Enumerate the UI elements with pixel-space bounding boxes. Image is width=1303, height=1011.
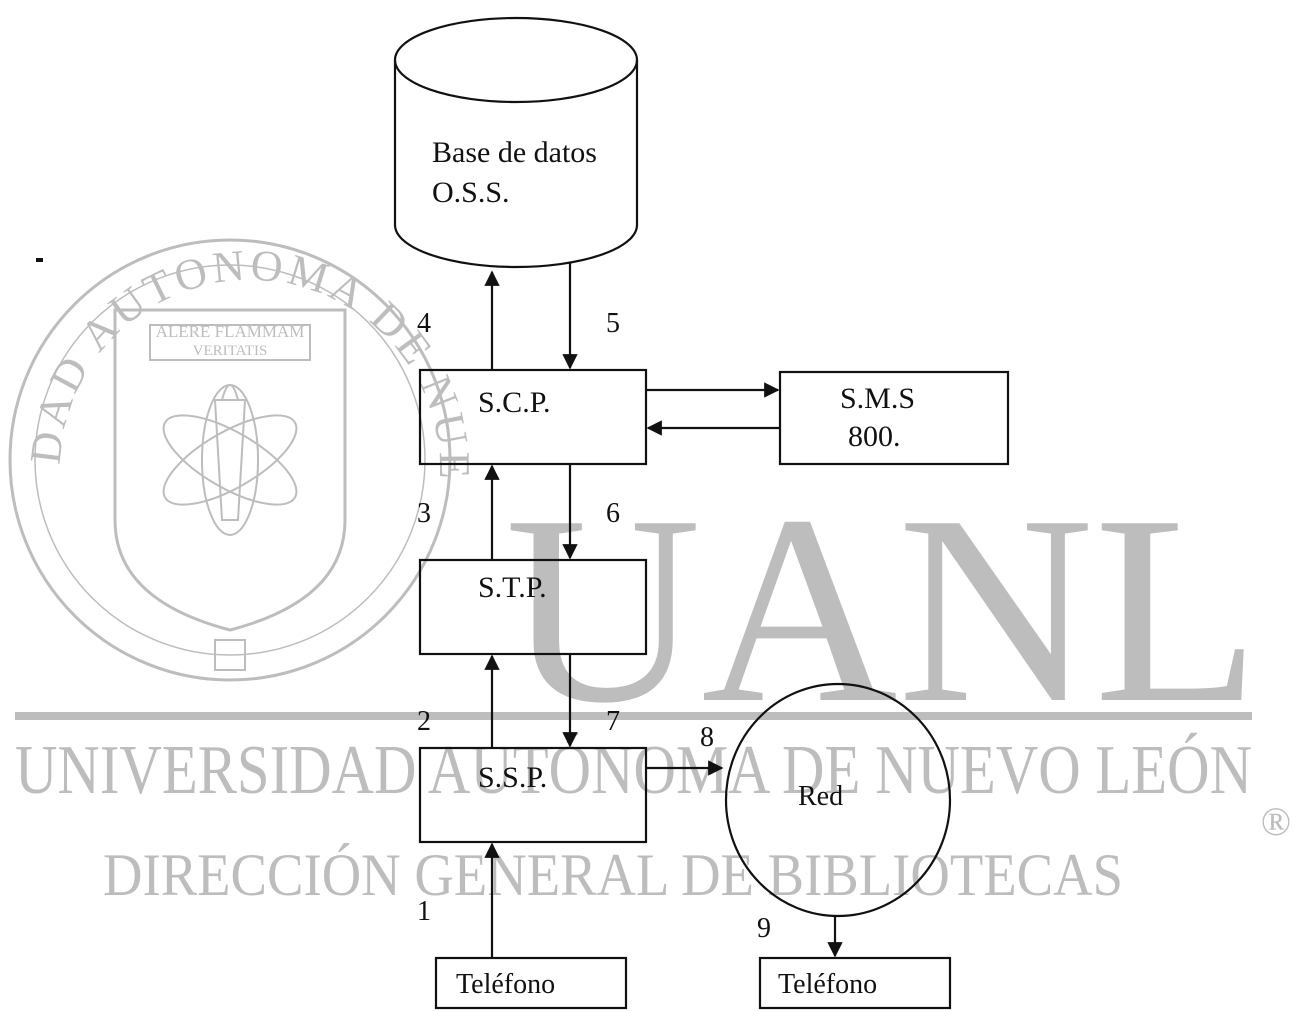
- destination-phone-node: Teléfono: [758, 956, 952, 1010]
- step-number-2: 2: [417, 706, 431, 737]
- seal-banner-bottom: VERITATIS: [193, 343, 268, 359]
- watermark-line-2: DIRECCIÓN GENERAL DE BIBLIOTECAS: [103, 842, 1123, 908]
- sms-node: S.M.S 800.: [778, 370, 1010, 466]
- sms-label-1: S.M.S: [840, 382, 915, 415]
- watermark-uanl-letters: UANL: [505, 460, 1260, 759]
- database-label-2: O.S.S.: [432, 176, 510, 209]
- stray-mark: [36, 258, 43, 262]
- step-number-3: 3: [417, 498, 431, 529]
- database-label-1: Base de datos: [432, 136, 597, 169]
- watermark-rule: [15, 712, 1252, 720]
- step-number-7: 7: [606, 706, 620, 737]
- seal-banner-top: ALERE FLAMMAM: [156, 322, 305, 341]
- red-label: Red: [798, 781, 843, 812]
- watermark-line-1: UNIVERSIDAD AUTÓNOMA DE NUEVO LEÓN: [15, 732, 1252, 809]
- step-number-8: 8: [700, 722, 714, 753]
- stp-node: S.T.P.: [418, 558, 648, 656]
- red-network-node: Red: [724, 682, 952, 918]
- database-cylinder: Base de datos O.S.S.: [393, 16, 639, 269]
- ssp-label: S.S.P.: [478, 761, 547, 794]
- scp-node: S.C.P.: [418, 368, 648, 466]
- origin-phone-label: Teléfono: [456, 969, 555, 1000]
- step-number-4: 4: [417, 308, 431, 339]
- destination-phone-label: Teléfono: [778, 969, 877, 1000]
- university-seal: [8, 238, 452, 682]
- step-number-5: 5: [606, 308, 620, 339]
- seal-ring-text: UNIVERSIDAD AUTONOMA DE NUEVO LEON: [0, 0, 479, 483]
- sms-label-2: 800.: [848, 420, 901, 453]
- stp-label: S.T.P.: [478, 571, 547, 604]
- scp-label: S.C.P.: [478, 386, 551, 419]
- registered-mark: ®: [1261, 799, 1291, 844]
- step-number-1: 1: [417, 896, 431, 927]
- origin-phone-node: Teléfono: [434, 956, 628, 1010]
- step-number-9: 9: [757, 913, 771, 944]
- ssp-node: S.S.P.: [418, 746, 648, 844]
- step-number-6: 6: [606, 498, 620, 529]
